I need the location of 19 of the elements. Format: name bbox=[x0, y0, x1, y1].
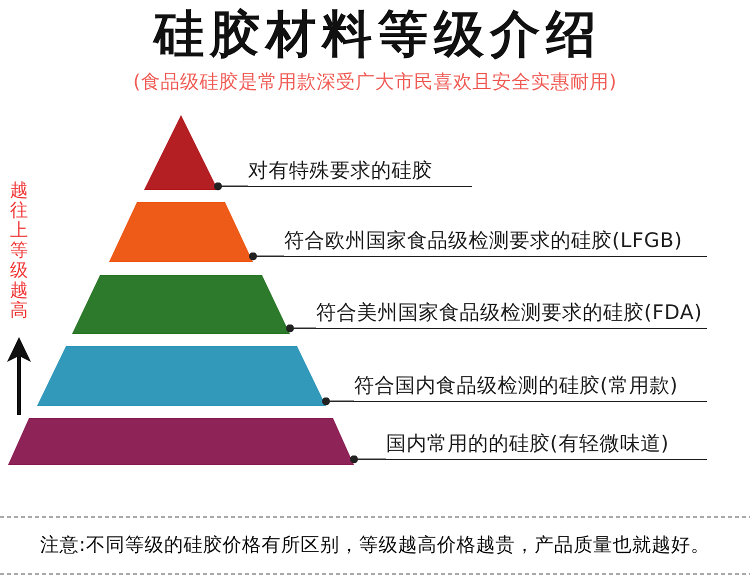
underlined-description: 符合美州国家食品级检测要求的硅胶(FDA) bbox=[316, 300, 707, 329]
leader-line bbox=[214, 182, 248, 190]
title: 硅胶材料等级介绍 bbox=[152, 4, 603, 64]
pyramid-tier bbox=[109, 202, 253, 262]
underlined-description: 符合欧州国家食品级检测要求的硅胶(LFGB) bbox=[284, 228, 707, 257]
underlined-description: 国内常用的的硅胶(有轻微味道) bbox=[386, 431, 707, 460]
leader-line bbox=[286, 324, 316, 332]
pyramid-tier bbox=[8, 418, 354, 465]
underlined-description: 符合国内食品级检测的硅胶(常用款) bbox=[354, 373, 707, 402]
underlined-description: 对有特殊要求的硅胶 bbox=[248, 158, 472, 187]
leader-line bbox=[350, 455, 386, 464]
leader-line bbox=[322, 397, 354, 406]
direction-label: 越往上等级越高 bbox=[9, 181, 29, 321]
pyramid-tier bbox=[72, 275, 290, 334]
subtitle: (食品级硅胶是常用款深受广大市民喜欢且安全实惠耐用) bbox=[132, 70, 618, 94]
footnote: 注意:不同等级的硅胶价格有所区别，等级越高价格越贵，产品质量也就越好。 bbox=[39, 533, 711, 557]
pyramid-tier bbox=[144, 115, 218, 190]
pyramid-tier bbox=[37, 346, 326, 406]
leader-line bbox=[249, 252, 284, 260]
